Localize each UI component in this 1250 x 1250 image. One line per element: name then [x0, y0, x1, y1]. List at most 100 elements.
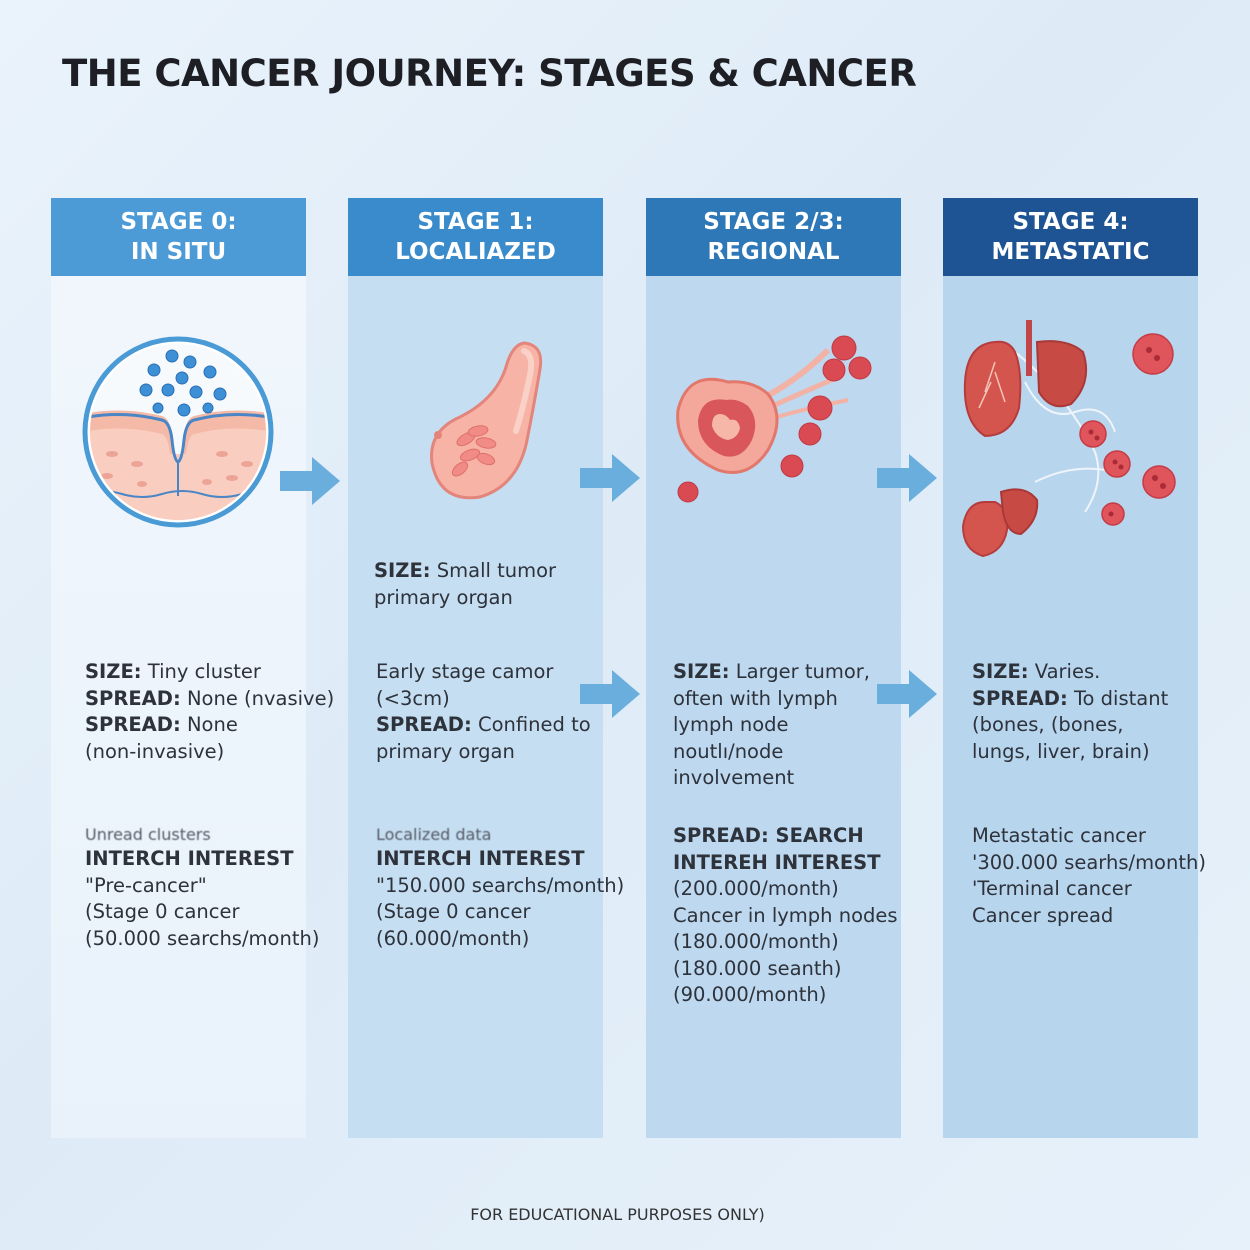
stage-header: STAGE 2/3: REGIONAL	[646, 198, 901, 276]
field-value: lymph node	[673, 713, 789, 736]
text-line: lymph node	[673, 712, 870, 739]
field-value: Confined to	[471, 713, 591, 736]
field-value: Early stage camor	[376, 660, 554, 683]
text-line: SPREAD: SEARCH	[673, 823, 898, 850]
field-label: SIZE:	[673, 660, 730, 683]
text-line: often with lymph	[673, 686, 870, 713]
field-value: Cancer spread	[972, 903, 1114, 927]
field-label: SIZE:	[85, 660, 142, 683]
stage-0-search-interest: Unread clusters INTERCH INTEREST "Pre-ca…	[85, 824, 319, 952]
text-line: '300.000 searhs/month)	[972, 850, 1206, 877]
field-value: 'Terminal cancer	[972, 877, 1132, 900]
field-value: (50.000 searchs/month)	[85, 926, 320, 950]
disclaimer-footer: FOR EDUCATIONAL PURPOSES ONLY)	[470, 1205, 765, 1224]
field-value: primary organ	[374, 585, 513, 609]
text-line: Metastatic cancer	[972, 823, 1206, 850]
stage-title: STAGE 0:	[120, 209, 237, 235]
text-line: (180.000 seanth)	[673, 956, 898, 983]
stage-1-size-note: SIZE: Small tumor primary organ	[374, 558, 556, 611]
text-line: (200.000/month)	[673, 876, 898, 903]
field-value: (<3cm)	[376, 686, 450, 710]
field-value: (90.000/month)	[673, 983, 827, 1006]
field-value: (200.000/month)	[673, 877, 839, 900]
text-line: SIZE: Varies.	[972, 659, 1168, 686]
text-line: INTERCH INTEREST	[85, 846, 319, 873]
text-line: involvement	[673, 765, 870, 792]
text-line: SPREAD: None	[85, 712, 334, 739]
stage-3-search-interest: Metastatic cancer '300.000 searhs/month)…	[972, 823, 1206, 929]
field-value: (180.000/month)	[673, 930, 839, 953]
field-label: INTERCH INTEREST	[85, 847, 294, 870]
stage-title: STAGE 2/3:	[703, 209, 844, 235]
field-label: SPREAD:	[376, 713, 472, 736]
text-line: (50.000 searchs/month)	[85, 926, 319, 953]
field-value: "Pre-cancer"	[85, 873, 207, 897]
text-line: INTEREH INTEREST	[673, 850, 898, 877]
field-value: lungs, liver, brain)	[972, 739, 1150, 763]
text-line: noutlı/node	[673, 739, 870, 766]
field-label: INTEREH INTEREST	[673, 850, 881, 874]
in-situ-cells-illustration	[82, 336, 274, 528]
stage-0-details: SIZE: Tiny cluster SPREAD: None (nvasive…	[85, 659, 334, 765]
localized-tumor-organ-illustration	[430, 341, 543, 500]
text-line: Early stage camor	[376, 659, 591, 686]
field-value: To distant	[1067, 686, 1169, 710]
field-value: Cancer in lymph nodes	[673, 903, 898, 927]
field-value: Metastatic cancer	[972, 824, 1146, 847]
field-value: None	[180, 713, 238, 736]
field-value: (bones, (bones,	[972, 713, 1124, 736]
stage-header: STAGE 0: IN SITU	[51, 198, 306, 276]
blurred-text: Localized data	[376, 825, 492, 844]
text-line: lungs, liver, brain)	[972, 739, 1168, 766]
text-line: primary organ	[376, 739, 591, 766]
field-label: INTERCH INTEREST	[376, 847, 585, 870]
field-value: (Stage 0 cancer	[376, 900, 531, 923]
field-value: (Stage 0 cancer	[85, 900, 240, 923]
text-line: 'Terminal cancer	[972, 876, 1206, 903]
text-line: (Stage 0 cancer	[376, 899, 624, 926]
text-line: (Stage 0 cancer	[85, 899, 319, 926]
field-value: Tiny cluster	[141, 660, 261, 683]
arrow-right-icon	[877, 454, 937, 502]
field-value: '300.000 searhs/month)	[972, 850, 1206, 874]
stage-title: STAGE 1:	[417, 209, 534, 235]
text-line: "150.000 searchs/month)	[376, 873, 624, 900]
text-line: (60.000/month)	[376, 926, 624, 953]
field-value: (non-invasive)	[85, 739, 225, 763]
stage-subtitle: IN SITU	[130, 239, 227, 265]
stage-header: STAGE 1: LOCALIAZED	[348, 198, 603, 276]
metastatic-organs-illustration	[961, 320, 1176, 558]
stage-subtitle: METASTATIC	[991, 239, 1150, 265]
field-value: Varies.	[1028, 660, 1101, 683]
stage-3-details: SIZE: Varies. SPREAD: To distant (bones,…	[972, 659, 1168, 765]
text-line: Cancer in lymph nodes	[673, 903, 898, 930]
stage-2-search-interest: SPREAD: SEARCH INTEREH INTEREST (200.000…	[673, 823, 898, 1009]
arrow-right-icon	[877, 670, 937, 718]
field-value: involvement	[673, 766, 795, 789]
text-line: SIZE: Tiny cluster	[85, 659, 334, 686]
field-label: SPREAD:	[972, 686, 1068, 710]
stage-subtitle: REGIONAL	[707, 239, 840, 265]
stage-subtitle: LOCALIAZED	[395, 239, 556, 265]
page-title: THE CANCER JOURNEY: STAGES & CANCER	[62, 52, 917, 95]
field-label: SPREAD:	[85, 686, 181, 710]
stage-1-details: Early stage camor (<3cm) SPREAD: Confine…	[376, 659, 591, 765]
field-value: (180.000 seanth)	[673, 956, 842, 980]
field-value: (60.000/month)	[376, 926, 530, 950]
field-value: None (nvasive)	[180, 686, 335, 710]
text-line: INTERCH INTEREST	[376, 846, 624, 873]
text-line: (non-invasive)	[85, 739, 334, 766]
stage-column-3: STAGE 4: METASTATIC	[943, 198, 1198, 1138]
text-line: SPREAD: Confined to	[376, 712, 591, 739]
field-value: Small tumor	[430, 559, 557, 582]
arrow-right-icon	[580, 454, 640, 502]
text-line: (<3cm)	[376, 686, 591, 713]
text-line: SPREAD: None (nvasive)	[85, 686, 334, 713]
field-value: noutlı/node	[673, 739, 784, 763]
text-line: Cancer spread	[972, 903, 1206, 930]
text-line: (180.000/month)	[673, 929, 898, 956]
text-line: SPREAD: To distant	[972, 686, 1168, 713]
field-value: often with lymph	[673, 686, 838, 710]
text-line: (90.000/month)	[673, 982, 898, 1009]
text-line: (bones, (bones,	[972, 712, 1168, 739]
